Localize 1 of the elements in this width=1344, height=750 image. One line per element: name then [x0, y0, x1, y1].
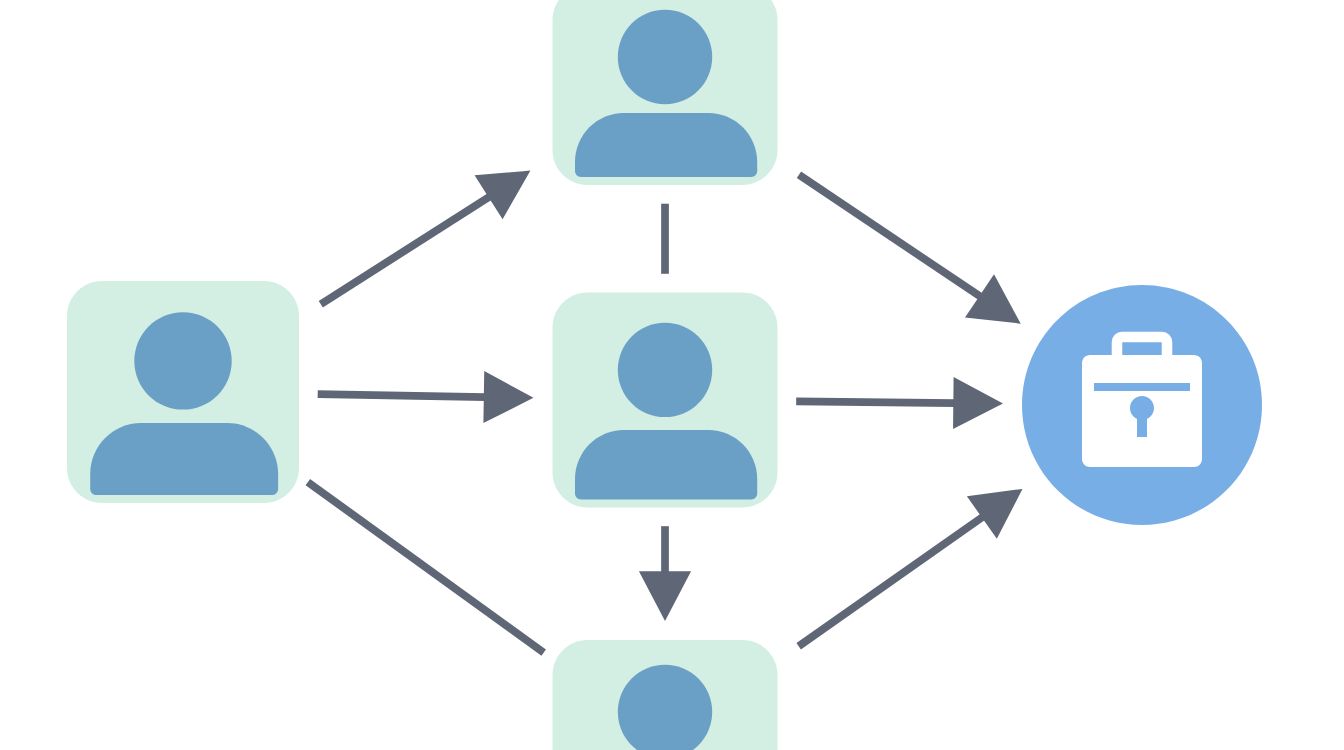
- connector-line: [305, 478, 546, 656]
